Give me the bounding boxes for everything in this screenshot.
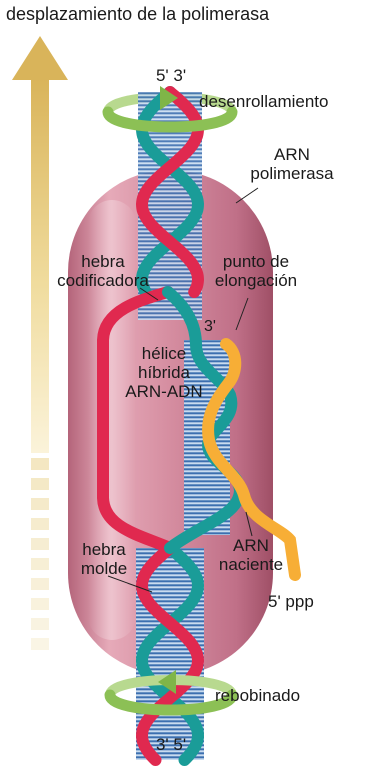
nascent-rna-label: ARN naciente bbox=[214, 536, 288, 574]
rna-polymerase-label-line1: ARN bbox=[228, 145, 356, 164]
hybrid-helix-label: hélice híbrida ARN-ADN bbox=[116, 344, 212, 401]
rna-polymerase-label-line2: polimerasa bbox=[228, 164, 356, 183]
elongation-point-label: punto de elongación bbox=[198, 252, 314, 290]
template-strand-label-line1: hebra bbox=[66, 540, 142, 559]
direction-arrow-fade-bar bbox=[31, 518, 49, 530]
direction-arrow-fade-bar bbox=[31, 598, 49, 610]
up-arrow-icon bbox=[12, 36, 68, 80]
elongation-point-label-line1: punto de bbox=[198, 252, 314, 271]
hybrid-helix-label-line2: híbrida bbox=[116, 363, 212, 382]
hybrid-helix-label-line3: ARN-ADN bbox=[116, 382, 212, 401]
direction-arrow-fade-bar bbox=[31, 538, 49, 550]
coding-strand-label: hebra codificadora bbox=[50, 252, 156, 290]
polymerase-direction-label: desplazamiento de la polimerasa bbox=[6, 4, 269, 24]
top-strand-ends-label: 5' 3' bbox=[138, 66, 204, 85]
direction-arrow-fade-bar bbox=[31, 478, 49, 490]
template-strand-label-line2: molde bbox=[66, 559, 142, 578]
rna-3-end-label: 3' bbox=[204, 318, 216, 336]
direction-arrow-fade-bar bbox=[31, 578, 49, 590]
direction-arrow-fade-bars bbox=[31, 458, 49, 650]
rna-polymerase-label: ARN polimerasa bbox=[228, 145, 356, 183]
elongation-point-label-line2: elongación bbox=[198, 271, 314, 290]
direction-arrow-fade-bar bbox=[31, 558, 49, 570]
coding-strand-label-line2: codificadora bbox=[50, 271, 156, 290]
nascent-rna-label-line2: naciente bbox=[214, 555, 288, 574]
direction-arrow bbox=[12, 36, 68, 650]
polymerase-leader bbox=[236, 188, 258, 203]
unwinding-label: desenrollamiento bbox=[199, 92, 328, 111]
template-strand-label: hebra molde bbox=[66, 540, 142, 578]
direction-arrow-shaft bbox=[31, 78, 49, 453]
direction-arrow-fade-bar bbox=[31, 498, 49, 510]
direction-arrow-fade-bar bbox=[31, 618, 49, 630]
coding-strand-label-line1: hebra bbox=[50, 252, 156, 271]
direction-arrow-fade-bar bbox=[31, 458, 49, 470]
nascent-rna-label-line1: ARN bbox=[214, 536, 288, 555]
bottom-strand-ends-label: 3' 5' bbox=[138, 735, 204, 754]
direction-arrow-fade-bar bbox=[31, 638, 49, 650]
hybrid-helix-label-line1: hélice bbox=[116, 344, 212, 363]
rewinding-label: rebobinado bbox=[215, 686, 300, 705]
rna-5-end-label: 5' ppp bbox=[268, 592, 314, 611]
